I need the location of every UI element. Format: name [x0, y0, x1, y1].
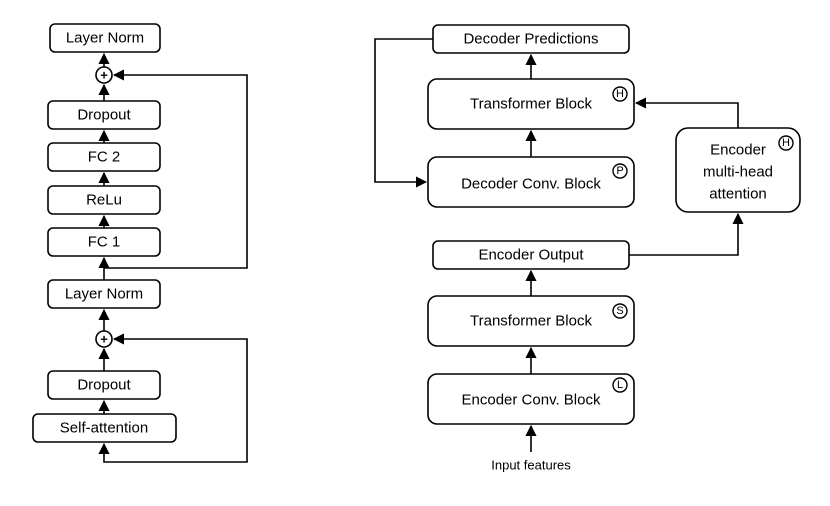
self-attention-label: Self-attention — [60, 420, 148, 437]
encoder-conv-block-badge: L — [617, 379, 623, 391]
transformer-block-encoder-label: Transformer Block — [470, 313, 592, 330]
add-top-node: + — [95, 66, 113, 84]
fc1-label: FC 1 — [88, 234, 121, 251]
decoder-conv-block-node: Decoder Conv. Block P — [427, 156, 635, 208]
fc1-node: FC 1 — [47, 227, 161, 257]
dropout-top-label: Dropout — [77, 107, 131, 124]
layer-norm-mid-node: Layer Norm — [47, 279, 161, 309]
self-attention-node: Self-attention — [32, 413, 177, 443]
transformer-block-decoder-node: Transformer Block H — [427, 78, 635, 130]
encoder-mha-node: Encoder multi-head attention H — [675, 127, 801, 213]
transformer-block-encoder-badge: S — [616, 305, 623, 317]
relu-node: ReLu — [47, 185, 161, 215]
dropout-bottom-node: Dropout — [47, 370, 161, 400]
encoder-mha-line2: multi-head — [703, 164, 773, 181]
layer-norm-mid-label: Layer Norm — [65, 286, 143, 303]
input-features-label: Input features — [491, 458, 571, 473]
encoder-output-label: Encoder Output — [478, 247, 584, 264]
fc2-node: FC 2 — [47, 142, 161, 172]
right-encoder-decoder: Decoder Predictions Transformer Block H … — [374, 24, 801, 473]
transformer-block-encoder-node: Transformer Block S — [427, 295, 635, 347]
arrow-encoder-output-to-mha — [629, 212, 744, 256]
encoder-mha-badge: H — [782, 137, 790, 149]
layer-norm-top-label: Layer Norm — [66, 30, 144, 47]
decoder-conv-block-label: Decoder Conv. Block — [461, 176, 601, 193]
add-bottom-symbol: + — [100, 332, 108, 347]
relu-label: ReLu — [86, 192, 122, 209]
layer-norm-top-node: Layer Norm — [49, 23, 161, 53]
add-bottom-node: + — [95, 330, 113, 348]
decoder-predictions-node: Decoder Predictions — [432, 24, 630, 54]
add-top-symbol: + — [100, 68, 108, 83]
encoder-mha-line1: Encoder — [710, 142, 766, 159]
residual-connection-top — [104, 69, 248, 269]
transformer-block-decoder-label: Transformer Block — [470, 96, 592, 113]
left-transformer-layer: Layer Norm + Dropout FC 2 ReLu FC 1 Laye… — [32, 23, 248, 463]
residual-connection-bottom — [103, 333, 248, 463]
arrow-feedback-predictions-to-decoder-conv — [374, 38, 433, 188]
dropout-bottom-label: Dropout — [77, 377, 131, 394]
fc2-label: FC 2 — [88, 149, 121, 166]
encoder-mha-line3: attention — [709, 186, 767, 203]
transformer-block-decoder-badge: H — [616, 88, 624, 100]
dropout-top-node: Dropout — [47, 100, 161, 130]
encoder-output-node: Encoder Output — [432, 240, 630, 270]
right-arrows — [374, 38, 744, 452]
encoder-conv-block-label: Encoder Conv. Block — [462, 392, 601, 409]
decoder-predictions-label: Decoder Predictions — [463, 31, 598, 48]
decoder-conv-block-badge: P — [616, 165, 623, 177]
encoder-conv-block-node: Encoder Conv. Block L — [427, 373, 635, 425]
arrow-mha-to-decoder-transformer — [634, 97, 739, 128]
